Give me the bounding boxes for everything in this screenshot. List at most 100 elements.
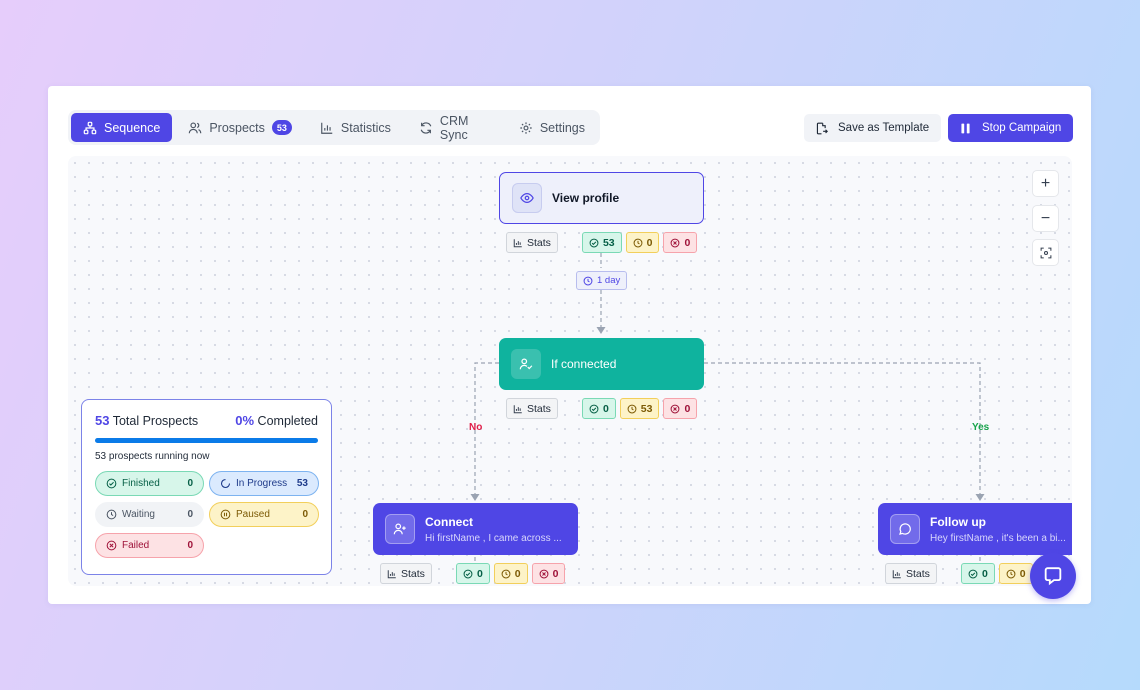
stop-campaign-label: Stop Campaign [982, 122, 1062, 134]
x-circle-icon [671, 404, 680, 413]
save-as-template-button[interactable]: Save as Template [804, 114, 941, 142]
tab-crm-sync[interactable]: CRM Sync [407, 113, 503, 142]
file-export-icon [816, 122, 828, 134]
completed-label: Completed [257, 414, 318, 428]
pill-value: 53 [296, 478, 308, 489]
if-connected-stats-row: Stats 0 53 0 [506, 398, 698, 419]
stop-campaign-button[interactable]: Stop Campaign [948, 114, 1073, 142]
waiting-count-chip: 0 [998, 563, 1033, 584]
connect-stats-row: Stats 0 0 0 [380, 563, 566, 584]
check-circle-icon [106, 478, 117, 489]
chip-value: 0 [514, 567, 521, 580]
node-view-profile[interactable]: View profile [499, 172, 704, 224]
node-subtitle: Hey firstName , it's been a bi... [930, 532, 1066, 544]
tab-sequence[interactable]: Sequence [71, 113, 173, 142]
tab-label: Prospects [209, 120, 265, 135]
node-connect[interactable]: Connect Hi firstName , I came across ... [373, 503, 578, 555]
pill-label: Finished [122, 478, 160, 489]
delay-chip[interactable]: 1 day [576, 271, 628, 290]
view-profile-stats-row: Stats 53 0 0 [506, 232, 698, 253]
node-icon-box [511, 349, 541, 379]
check-circle-icon [589, 404, 599, 413]
pill-value: 0 [187, 509, 193, 520]
x-circle-icon [106, 540, 117, 551]
chip-value: 0 [646, 236, 653, 249]
tab-settings[interactable]: Settings [507, 113, 597, 142]
progress-bar-fill [95, 438, 318, 443]
x-circle-icon [539, 569, 549, 578]
stats-button[interactable]: Stats [506, 232, 558, 253]
bar-chart-icon [513, 238, 522, 247]
node-icon-box [890, 514, 920, 544]
tab-label: CRM Sync [439, 113, 469, 142]
spinner-icon [220, 478, 231, 489]
chip-value: 0 [684, 402, 691, 415]
pill-label: Failed [122, 540, 150, 551]
chip-value: 0 [602, 402, 609, 415]
pause-circle-icon [220, 509, 231, 520]
node-title: Connect [425, 514, 473, 529]
check-circle-icon [463, 569, 473, 578]
pill-value: 0 [187, 478, 193, 489]
node-text: Follow up Hey firstName , it's been a bi… [930, 515, 1072, 544]
in-progress-pill[interactable]: In Progress 53 [209, 471, 319, 496]
stats-label: Stats [401, 567, 425, 580]
check-circle-icon [968, 569, 978, 578]
sequence-canvas[interactable]: + − View profile Stats 53 0 [68, 156, 1072, 586]
stats-label: Stats [527, 402, 551, 415]
prospects-summary-panel: 53 Total Prospects 0% Completed 53 prosp… [81, 399, 332, 575]
stats-button[interactable]: Stats [380, 563, 432, 584]
node-title: View profile [552, 191, 620, 205]
zoom-out-button[interactable]: − [1032, 205, 1059, 232]
finished-pill[interactable]: Finished 0 [95, 471, 204, 496]
tab-statistics[interactable]: Statistics [308, 113, 403, 142]
save-as-template-label: Save as Template [838, 122, 930, 134]
tab-label: Statistics [340, 120, 391, 135]
tab-bar: Sequence Prospects 53 Statistics CRM Syn… [68, 110, 600, 145]
clock-icon [627, 404, 637, 413]
delay-label: 1 day [597, 275, 621, 286]
user-check-icon [519, 358, 533, 370]
zoom-in-label: + [1040, 174, 1051, 192]
waiting-count-chip: 0 [493, 563, 528, 584]
waiting-count-chip: 53 [619, 398, 660, 419]
clock-icon [633, 238, 643, 247]
node-follow-up[interactable]: Follow up Hey firstName , it's been a bi… [878, 503, 1072, 555]
finished-count-chip: 0 [960, 563, 995, 584]
node-text: Connect Hi firstName , I came across ... [425, 515, 578, 544]
tab-label: Settings [539, 120, 585, 135]
pill-value: 0 [302, 509, 308, 520]
clock-icon [1006, 569, 1016, 578]
failed-pill[interactable]: Failed 0 [95, 533, 204, 558]
total-prospects-value: 53 [95, 413, 110, 428]
fit-view-button[interactable] [1032, 239, 1059, 266]
chip-value: 0 [684, 236, 691, 249]
chip-value: 0 [552, 567, 559, 580]
sequence-icon [83, 121, 97, 134]
running-text: 53 prospects running now [95, 451, 210, 462]
stats-label: Stats [906, 567, 930, 580]
chip-value: 53 [602, 236, 615, 249]
stats-button[interactable]: Stats [506, 398, 558, 419]
node-icon-box [385, 514, 415, 544]
chat-support-button[interactable] [1030, 553, 1076, 599]
node-icon-box [512, 183, 542, 213]
waiting-pill[interactable]: Waiting 0 [95, 502, 204, 527]
node-subtitle: Hi firstName , I came across ... [425, 532, 562, 544]
failed-count-chip: 0 [531, 563, 566, 584]
tab-label: Sequence [104, 120, 161, 135]
summary-header: 53 Total Prospects 0% Completed [95, 413, 318, 428]
x-circle-icon [671, 238, 680, 247]
status-pills: Finished 0 In Progress 53 Waiting 0 Paus… [95, 471, 319, 558]
chat-bubble-icon [1044, 567, 1062, 586]
node-title: Follow up [930, 514, 986, 529]
message-circle-icon [899, 523, 911, 535]
stats-label: Stats [527, 236, 551, 249]
zoom-in-button[interactable]: + [1032, 170, 1059, 197]
chip-value: 53 [640, 402, 653, 415]
node-if-connected[interactable]: If connected [499, 338, 704, 390]
stats-button[interactable]: Stats [885, 563, 937, 584]
waiting-count-chip: 0 [625, 232, 660, 253]
paused-pill[interactable]: Paused 0 [209, 502, 319, 527]
tab-prospects[interactable]: Prospects 53 [176, 113, 304, 142]
